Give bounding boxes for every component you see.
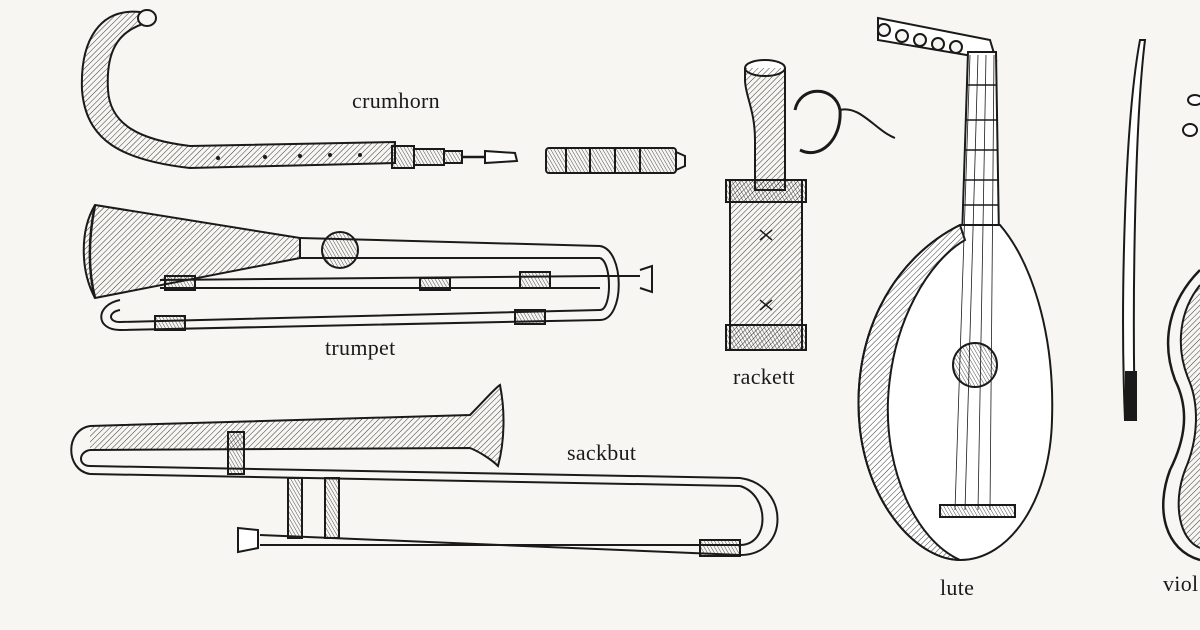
- trumpet-label: trumpet: [325, 335, 396, 360]
- crumhorn-label: crumhorn: [352, 88, 440, 113]
- rackett-drawing: [725, 59, 896, 351]
- trumpet-drawing: [82, 203, 653, 332]
- lute-label: lute: [940, 575, 975, 600]
- sackbut-label: sackbut: [567, 440, 637, 465]
- sackbut-drawing: [70, 383, 779, 557]
- crumhorn-drawing: [80, 9, 686, 174]
- viol-label: viol: [1163, 571, 1199, 596]
- viol-drawing: [1122, 39, 1200, 562]
- lute-drawing: [857, 16, 1054, 562]
- rackett-label: rackett: [733, 364, 795, 389]
